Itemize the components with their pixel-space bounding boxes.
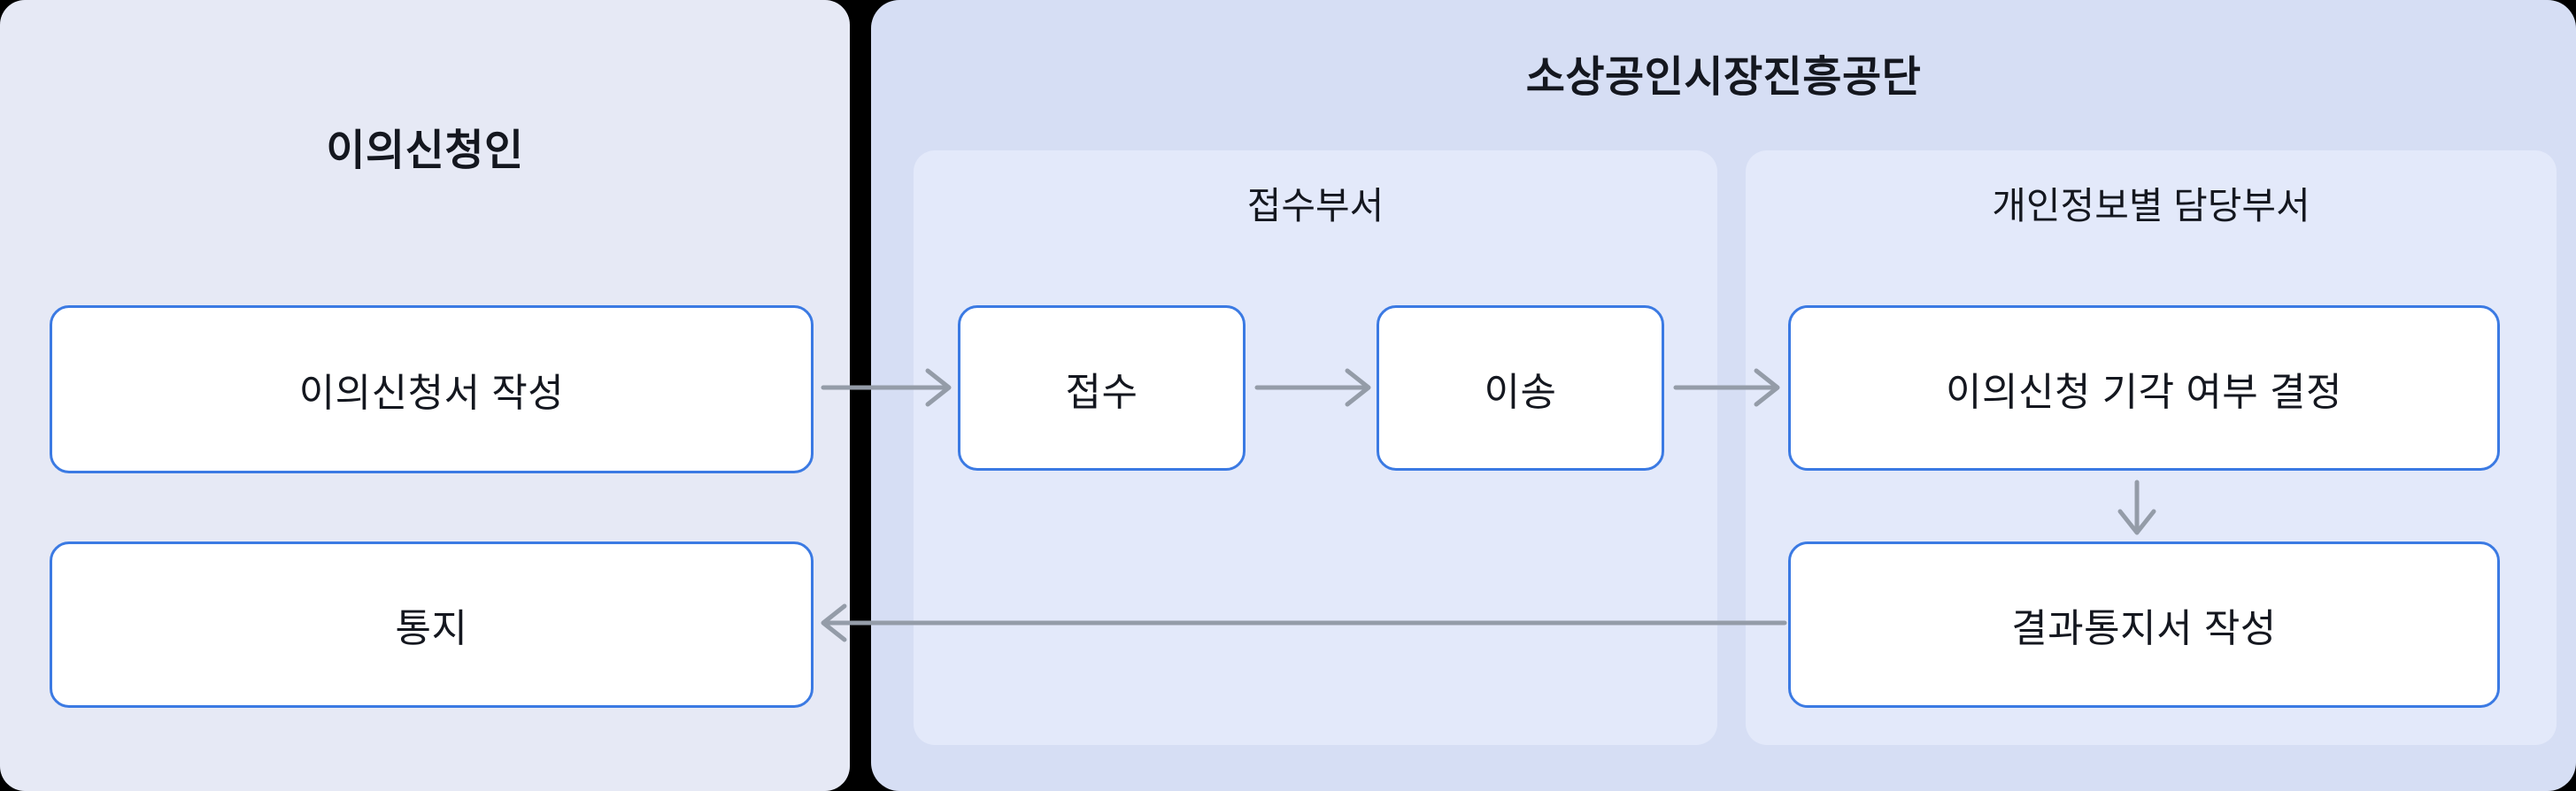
flow-box-write-objection-label: 이의신청서 작성 [298, 372, 565, 415]
flow-box-decision: 이의신청 기각 여부 결정 [1788, 305, 2500, 471]
flow-box-receive-label: 접수 [1065, 370, 1138, 414]
flow-box-receive: 접수 [958, 305, 1246, 471]
flow-box-notice-label: 통지 [395, 607, 468, 650]
panel-agency-title: 소상공인시장진흥공단 [1525, 54, 1922, 101]
flow-box-transfer: 이송 [1377, 305, 1664, 471]
section-reception: 접수부서 접수 이송 [914, 150, 1717, 745]
panel-applicant-title: 이의신청인 [326, 127, 524, 174]
flow-box-write-objection: 이의신청서 작성 [50, 305, 814, 473]
section-department-title: 개인정보별 담당부서 [1992, 185, 2310, 227]
flow-box-decision-label: 이의신청 기각 여부 결정 [1946, 370, 2342, 414]
section-reception-title: 접수부서 [1246, 185, 1384, 227]
flow-box-notice: 통지 [50, 541, 814, 708]
panel-applicant: 이의신청인 이의신청서 작성 통지 [0, 0, 850, 791]
flow-box-result-notice-label: 결과통지서 작성 [2011, 607, 2277, 650]
section-department: 개인정보별 담당부서 이의신청 기각 여부 결정 결과통지서 작성 [1746, 150, 2557, 745]
panel-agency: 소상공인시장진흥공단 접수부서 접수 이송 개인정보별 담당부서 이의신청 기각… [871, 0, 2576, 791]
flow-box-result-notice: 결과통지서 작성 [1788, 541, 2500, 708]
flow-box-transfer-label: 이송 [1484, 370, 1557, 414]
